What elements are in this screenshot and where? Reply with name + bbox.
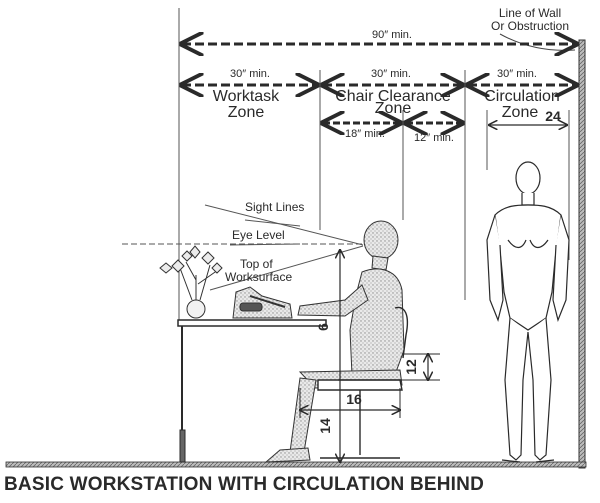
circulation-dimension: 30″ min. [497, 68, 537, 80]
top-worksurface-label: Top of [240, 257, 273, 271]
standing-figure [486, 161, 570, 463]
top-worksurface-label-2: Worksurface [225, 270, 292, 284]
seated-figure [264, 220, 405, 463]
dimension-12: 12 [402, 354, 440, 380]
chair-sub-dim-2: 12″ min. [414, 132, 454, 144]
svg-text:90″ min.: 90″ min. [372, 29, 412, 41]
wall [578, 39, 586, 469]
desk [177, 319, 327, 463]
circulation-zone-label-2: Zone [502, 104, 539, 121]
dimension-16: 16 [300, 388, 400, 418]
svg-text:6: 6 [315, 323, 331, 331]
svg-text:16: 16 [346, 391, 362, 407]
dimension-6: 6 [315, 323, 331, 331]
svg-text:Or Obstruction: Or Obstruction [491, 19, 569, 33]
worktask-zone-label: Worktask [213, 88, 280, 105]
floor [5, 461, 587, 468]
chair-zone-label: Chair Clearance [335, 88, 451, 105]
eye-level-label: Eye Level [232, 228, 285, 242]
svg-text:Line of Wall: Line of Wall [499, 6, 561, 20]
svg-text:12: 12 [403, 359, 419, 375]
dimension-24: 24 [489, 108, 567, 125]
dimension-14: 14 [317, 418, 333, 434]
dimension-total: 90″ min. [182, 29, 576, 44]
eye-height-dimension [338, 250, 402, 462]
workstation-diagram: Line of Wall Or Obstruction 90″ min. 30″… [5, 6, 587, 469]
chair-zone-label-2: Zone [375, 100, 412, 117]
chair-sub-dim-1: 18″ min. [345, 128, 385, 140]
svg-text:24: 24 [545, 108, 561, 124]
circulation-zone-label: Circulation [484, 88, 560, 105]
chair-dimension: 30″ min. [371, 68, 411, 80]
sight-lines-label: Sight Lines [245, 200, 304, 214]
diagram-caption: BASIC WORKSTATION WITH CIRCULATION BEHIN… [4, 474, 484, 495]
svg-text:14: 14 [317, 418, 333, 434]
flower-vase [159, 245, 223, 319]
worktask-zone-label-2: Zone [228, 104, 265, 121]
worktask-dimension: 30″ min. [230, 68, 270, 80]
telephone [232, 286, 293, 319]
